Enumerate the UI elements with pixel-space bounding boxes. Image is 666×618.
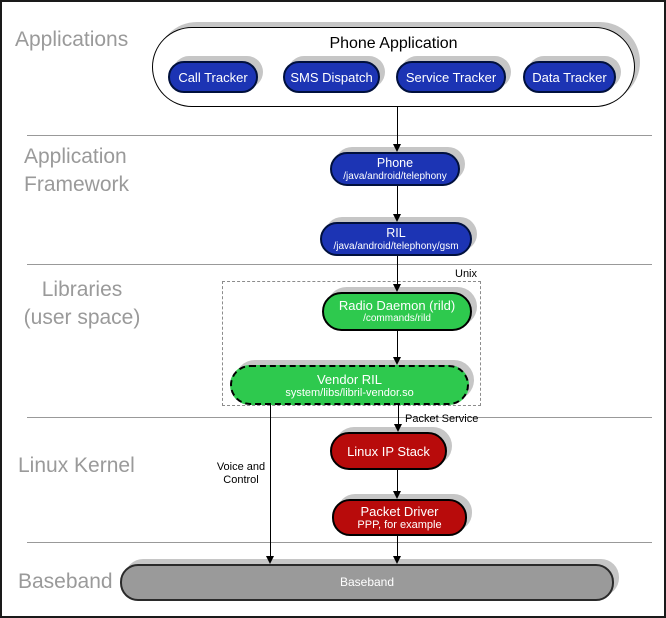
node-title: Vendor RIL	[316, 371, 383, 387]
node-subtitle: /java/android/telephony/gsm	[333, 240, 459, 252]
arrowhead-down-icon	[393, 556, 401, 564]
edge-vendor-ril-to-ip-stack	[398, 405, 399, 425]
layer-label-libraries: Libraries (user space)	[8, 276, 156, 332]
node-linux-ip-stack: Linux IP Stack	[330, 432, 447, 470]
arrowhead-down-icon	[266, 556, 274, 564]
layer-label-baseband: Baseband	[18, 570, 113, 593]
arrowhead-down-icon	[393, 491, 401, 499]
node-packet-driver: Packet Driver PPP, for example	[332, 499, 467, 536]
layer-label-applications: Applications	[15, 28, 129, 51]
edge-phone-to-ril	[397, 186, 398, 215]
node-title: Radio Daemon (rild)	[338, 298, 456, 313]
node-phone: Phone /java/android/telephony	[330, 152, 460, 186]
node-sms-dispatch: SMS Dispatch	[283, 61, 380, 93]
unix-dashed-box	[222, 281, 481, 406]
node-title: RIL	[386, 225, 406, 240]
layer-label-line: Libraries	[41, 278, 123, 301]
layer-label-line: Application	[24, 145, 127, 168]
node-title: Linux IP Stack	[347, 443, 430, 459]
voice-control-line: Control	[223, 474, 259, 486]
phone-application-title: Phone Application	[329, 35, 458, 52]
arrowhead-down-icon	[393, 357, 401, 365]
layer-label-linux-kernel: Linux Kernel	[18, 454, 135, 477]
arrowhead-down-icon	[394, 424, 402, 432]
node-radio-daemon: Radio Daemon (rild) /commands/rild	[322, 292, 472, 331]
node-title: Phone	[376, 155, 414, 170]
voice-control-label: Voice and Control	[210, 461, 272, 487]
node-vendor-ril: Vendor RIL system/libs/libril-vendor.so	[230, 365, 469, 405]
section-divider	[27, 542, 652, 543]
node-label: Data Tracker	[532, 69, 607, 85]
node-label: Call Tracker	[178, 69, 248, 85]
node-service-tracker: Service Tracker	[396, 61, 506, 93]
node-subtitle: PPP, for example	[357, 519, 442, 531]
voice-control-line: Voice and	[216, 461, 266, 473]
edge-apps-to-phone	[397, 107, 398, 145]
phone-application-container: Phone Application Call Tracker SMS Dispa…	[152, 27, 635, 107]
node-subtitle: /commands/rild	[363, 313, 431, 324]
arrowhead-down-icon	[393, 214, 401, 222]
node-title: Baseband	[339, 575, 395, 589]
edge-vendor-ril-to-baseband-voice	[270, 405, 271, 557]
node-label: Service Tracker	[405, 69, 497, 85]
edge-ril-to-radio-daemon	[397, 256, 398, 285]
section-divider	[27, 417, 652, 418]
node-subtitle: /java/android/telephony	[343, 170, 447, 182]
node-label: SMS Dispatch	[290, 69, 373, 85]
node-title: Packet Driver	[360, 504, 439, 519]
edge-packet-driver-to-baseband	[397, 536, 398, 557]
arrowhead-down-icon	[393, 284, 401, 292]
edge-radio-daemon-to-vendor-ril	[397, 331, 398, 358]
node-baseband: Baseband	[120, 564, 614, 601]
node-subtitle: system/libs/libril-vendor.so	[285, 386, 414, 399]
edge-ip-stack-to-packet-driver	[397, 470, 398, 492]
layer-label-application-framework: Application Framework	[24, 143, 129, 199]
node-data-tracker: Data Tracker	[523, 61, 616, 93]
node-ril: RIL /java/android/telephony/gsm	[320, 222, 472, 256]
section-divider	[27, 264, 652, 265]
section-divider	[27, 135, 652, 136]
unix-label: Unix	[455, 268, 478, 280]
node-call-tracker: Call Tracker	[168, 61, 258, 93]
layer-label-line: Framework	[24, 173, 130, 196]
packet-service-label: Packet Service	[405, 413, 479, 425]
arrowhead-down-icon	[393, 144, 401, 152]
layer-label-line: (user space)	[23, 306, 141, 329]
